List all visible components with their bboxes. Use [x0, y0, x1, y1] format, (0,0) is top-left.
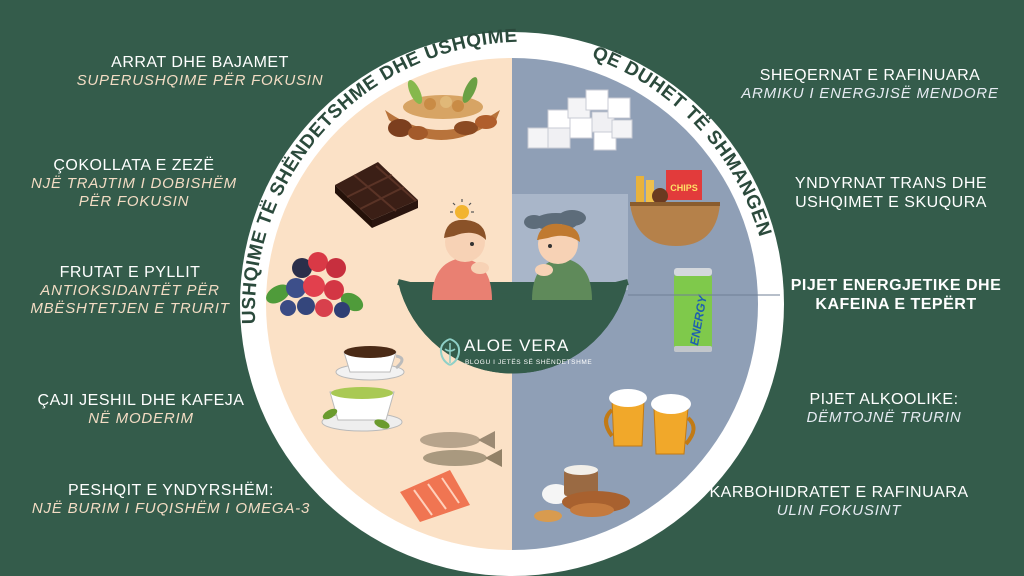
- sugar-cubes-icon: [527, 89, 633, 151]
- berries-icon: [266, 252, 364, 318]
- label-title: ÇOKOLLATA E ZEZË: [53, 157, 215, 174]
- label-title: SHEQERNAT E RAFINUARA: [759, 67, 981, 84]
- label-chocolate: ÇOKOLLATA E ZEZË NJË TRAJTIM I DOBISHËM …: [20, 156, 248, 211]
- aloe-vera-logo: ALOE VERA BLOGU I JETËS SË SHËNDETSHME: [438, 334, 598, 374]
- fried-food-basket-icon: CHIPS: [630, 170, 720, 246]
- label-title: FRUTAT E PYLLIT: [59, 264, 201, 281]
- label-subtitle: ANTIOKSIDANTËT PËR MBËSHTETJEN E TRURIT: [30, 282, 230, 317]
- label-subtitle: NJË BURIM I FUQISHËM I OMEGA-3: [31, 500, 311, 517]
- bread-sugar-icon: [534, 465, 630, 522]
- label-fish: PESHQIT E YNDYRSHËM: NJË BURIM I FUQISHË…: [8, 481, 334, 518]
- label-trans-fats: YNDYRNAT TRANS DHE USHQIMET E SKUQURA: [772, 174, 1010, 212]
- label-title: KARBOHIDRATET E RAFINUARA: [709, 484, 969, 501]
- label-title: ARRAT DHE BAJAMET: [111, 54, 289, 71]
- logo-name: ALOE VERA: [464, 336, 570, 355]
- label-subtitle: NË MODERIM: [88, 410, 194, 427]
- label-title: YNDYRNAT TRANS DHE USHQIMET E SKUQURA: [794, 175, 988, 211]
- label-subtitle: ARMIKU I ENERGJISË MENDORE: [741, 85, 999, 102]
- label-berries: FRUTAT E PYLLIT ANTIOKSIDANTËT PËR MBËSH…: [12, 263, 248, 318]
- logo-tagline: BLOGU I JETËS SË SHËNDETSHME: [465, 359, 593, 366]
- label-refined-carbs: KARBOHIDRATET E RAFINUARA ULIN FOKUSINT: [688, 483, 990, 520]
- aloe-logo-icon: [439, 338, 461, 366]
- label-subtitle: NJË TRAJTIM I DOBISHËM PËR FOKUSIN: [31, 175, 237, 210]
- sad-person-icon: [524, 210, 592, 300]
- label-title: PIJET ENERGJETIKE DHE KAFEINA E TEPËRT: [790, 277, 1002, 313]
- fish-icon: [400, 431, 502, 522]
- energy-drink-icon: ENERGY: [674, 268, 712, 352]
- label-title: PIJET ALKOOLIKE:: [809, 391, 959, 408]
- label-sugar: SHEQERNAT E RAFINUARA ARMIKU I ENERGJISË…: [722, 66, 1018, 103]
- label-title: ÇAJI JESHIL DHE KAFEJA: [37, 392, 245, 409]
- label-subtitle: SUPERUSHQIME PËR FOKUSIN: [76, 72, 324, 89]
- nuts-icon: [385, 77, 500, 140]
- label-alcohol: PIJET ALKOOLIKE: DËMTOJNË TRURIN: [772, 390, 996, 427]
- label-energy-drinks: PIJET ENERGJETIKE DHE KAFEINA E TEPËRT: [776, 276, 1016, 314]
- label-nuts: ARRAT DHE BAJAMET SUPERUSHQIME PËR FOKUS…: [60, 53, 340, 90]
- chocolate-icon: [335, 162, 418, 228]
- label-tea-coffee: ÇAJI JESHIL DHE KAFEJA NË MODERIM: [16, 391, 266, 428]
- beer-icon: [604, 389, 696, 455]
- label-title: PESHQIT E YNDYRSHËM:: [68, 482, 274, 499]
- label-subtitle: ULIN FOKUSINT: [776, 502, 902, 519]
- tea-coffee-icon: [321, 346, 405, 432]
- happy-person-icon: [432, 199, 492, 300]
- chips-label: CHIPS: [670, 183, 698, 193]
- label-subtitle: DËMTOJNË TRURIN: [806, 409, 962, 426]
